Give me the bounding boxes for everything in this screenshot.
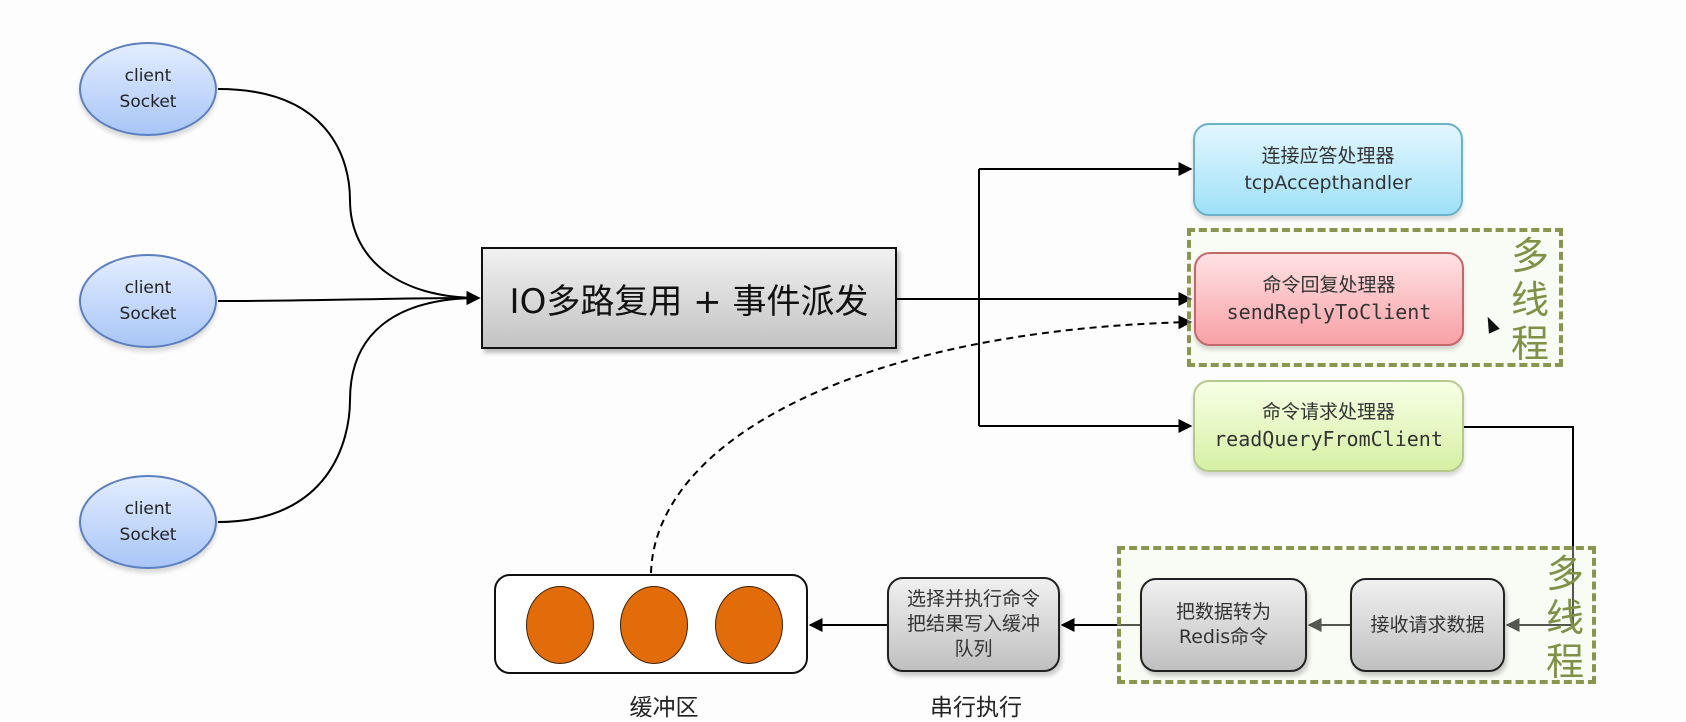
socket-label: Socket <box>119 304 177 324</box>
dispatcher-label: IO多路复用 + 事件派发 <box>509 281 869 322</box>
socket-label: Socket <box>119 92 177 112</box>
mt-char: 多 <box>1510 234 1549 278</box>
step-label: 队列 <box>954 638 993 660</box>
step-label: 选择并执行命令 <box>906 588 1040 610</box>
handler-name: sendReplyToClient <box>1226 300 1432 324</box>
handler-send-reply: 命令回复处理器 sendReplyToClient <box>1194 252 1464 346</box>
handler-read-query: 命令请求处理器 readQueryFromClient <box>1193 380 1464 472</box>
buffer-item <box>526 586 594 664</box>
client-socket-2: client Socket <box>79 254 217 348</box>
handler-title: 命令请求处理器 <box>1261 401 1395 423</box>
step-label: 把结果写入缓冲 <box>906 613 1040 635</box>
connector-client-2 <box>217 291 481 306</box>
mt-char: 多 <box>1545 552 1584 596</box>
handler-title: 连接应答处理器 <box>1261 144 1395 167</box>
multithread-label-bottom: 多 线 程 <box>1543 552 1587 684</box>
connector-client-3 <box>217 291 481 523</box>
client-label: client <box>124 66 172 86</box>
mt-char: 线 <box>1510 278 1549 322</box>
serial-execution-caption: 串行执行 <box>930 695 1022 721</box>
step-label: Redis命令 <box>1178 626 1269 648</box>
handler-title: 命令回复处理器 <box>1262 274 1396 296</box>
client-label: client <box>124 499 172 519</box>
buffer-item <box>715 586 783 664</box>
connector-read-to-receive <box>1464 426 1574 632</box>
step-convert-to-redis-command: 把数据转为 Redis命令 <box>1140 578 1307 672</box>
multithread-label-top: 多 线 程 <box>1508 234 1552 366</box>
connector-client-1 <box>217 88 481 305</box>
client-socket-1: client Socket <box>79 42 217 136</box>
buffer-item <box>620 586 688 664</box>
handler-name: tcpAccepthandler <box>1244 171 1412 194</box>
io-multiplexing-dispatcher: IO多路复用 + 事件派发 <box>481 247 897 349</box>
client-label: client <box>124 278 172 298</box>
connector-buffer-to-reply <box>650 315 1193 574</box>
client-socket-3: client Socket <box>79 475 217 569</box>
mt-char: 程 <box>1545 640 1584 684</box>
step-label: 接收请求数据 <box>1370 613 1485 636</box>
socket-label: Socket <box>119 525 177 545</box>
handler-tcp-accept: 连接应答处理器 tcpAccepthandler <box>1193 123 1463 216</box>
handler-name: readQueryFromClient <box>1214 427 1443 451</box>
buffer-queue <box>494 574 808 674</box>
step-execute-command: 选择并执行命令 把结果写入缓冲 队列 <box>887 577 1060 672</box>
mt-char: 程 <box>1510 322 1549 366</box>
step-label: 把数据转为 <box>1175 601 1271 623</box>
buffer-caption: 缓冲区 <box>629 695 699 721</box>
step-receive-request: 接收请求数据 <box>1350 578 1505 672</box>
mt-char: 线 <box>1545 596 1584 640</box>
